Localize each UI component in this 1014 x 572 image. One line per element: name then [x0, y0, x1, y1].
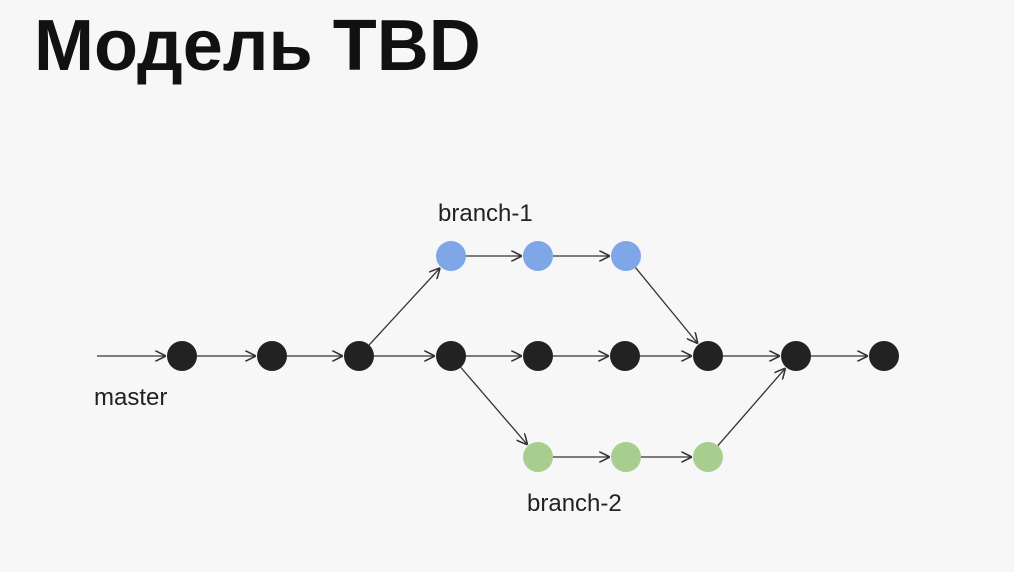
- commit-node-b1b: [523, 241, 553, 271]
- commit-node-b1a: [436, 241, 466, 271]
- commit-node-b2a: [523, 442, 553, 472]
- edge-b2c-m8: [717, 368, 786, 447]
- commit-node-m3: [344, 341, 374, 371]
- branch-1-label: branch-1: [438, 200, 533, 227]
- commit-node-m5: [523, 341, 553, 371]
- edge-m3-b1a: [368, 268, 440, 346]
- commit-node-m6: [610, 341, 640, 371]
- edge-b1c-m7: [635, 267, 698, 344]
- master-label: master: [94, 384, 167, 411]
- commit-node-m7: [693, 341, 723, 371]
- commit-node-m4: [436, 341, 466, 371]
- branch-2-label: branch-2: [527, 490, 622, 517]
- commit-node-m8: [781, 341, 811, 371]
- commit-node-b2c: [693, 442, 723, 472]
- commit-node-m2: [257, 341, 287, 371]
- nodes-group: [167, 241, 899, 472]
- commit-node-m1: [167, 341, 197, 371]
- page-title: Модель TBD: [34, 6, 481, 86]
- edge-m4-b2a: [460, 366, 528, 445]
- commit-node-b1c: [611, 241, 641, 271]
- edges-group: [97, 256, 868, 457]
- commit-node-b2b: [611, 442, 641, 472]
- commit-node-m9: [869, 341, 899, 371]
